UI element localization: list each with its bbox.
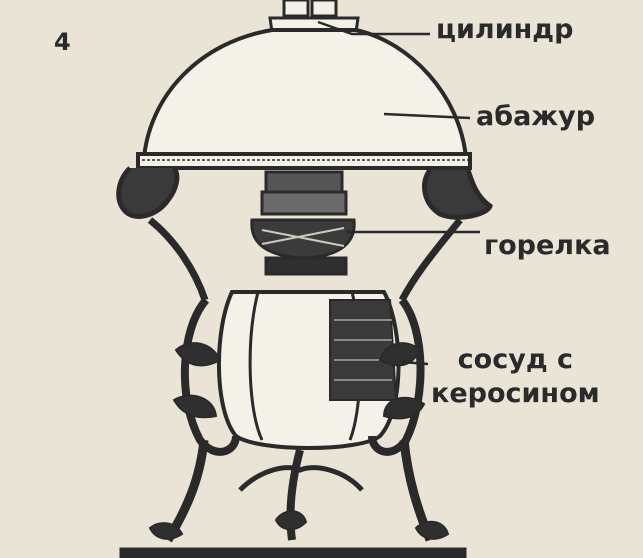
label-vessel-line1: сосуд с bbox=[457, 344, 574, 375]
lamp-vine-frame bbox=[172, 297, 426, 456]
lamp-burner bbox=[250, 170, 356, 276]
leader-lines bbox=[317, 20, 480, 366]
label-cylinder: цилиндр bbox=[436, 14, 574, 45]
figure-number: 4 bbox=[54, 28, 71, 56]
label-kerosene-vessel: сосуд с керосином bbox=[431, 343, 600, 411]
kerosene-vessel bbox=[216, 290, 401, 450]
label-vessel-line2: керосином bbox=[431, 377, 600, 409]
label-burner: горелка bbox=[484, 230, 611, 261]
leader-line-shade bbox=[383, 112, 471, 120]
lamp-shade bbox=[136, 28, 472, 170]
lamp-chimney bbox=[268, 0, 360, 34]
leader-line-vessel bbox=[401, 360, 429, 366]
label-shade: абажур bbox=[476, 101, 596, 132]
lamp-arm-left bbox=[116, 166, 209, 302]
lamp-stand bbox=[119, 439, 467, 558]
lamp-arm-right bbox=[398, 168, 493, 302]
leader-line-cylinder bbox=[317, 20, 430, 36]
